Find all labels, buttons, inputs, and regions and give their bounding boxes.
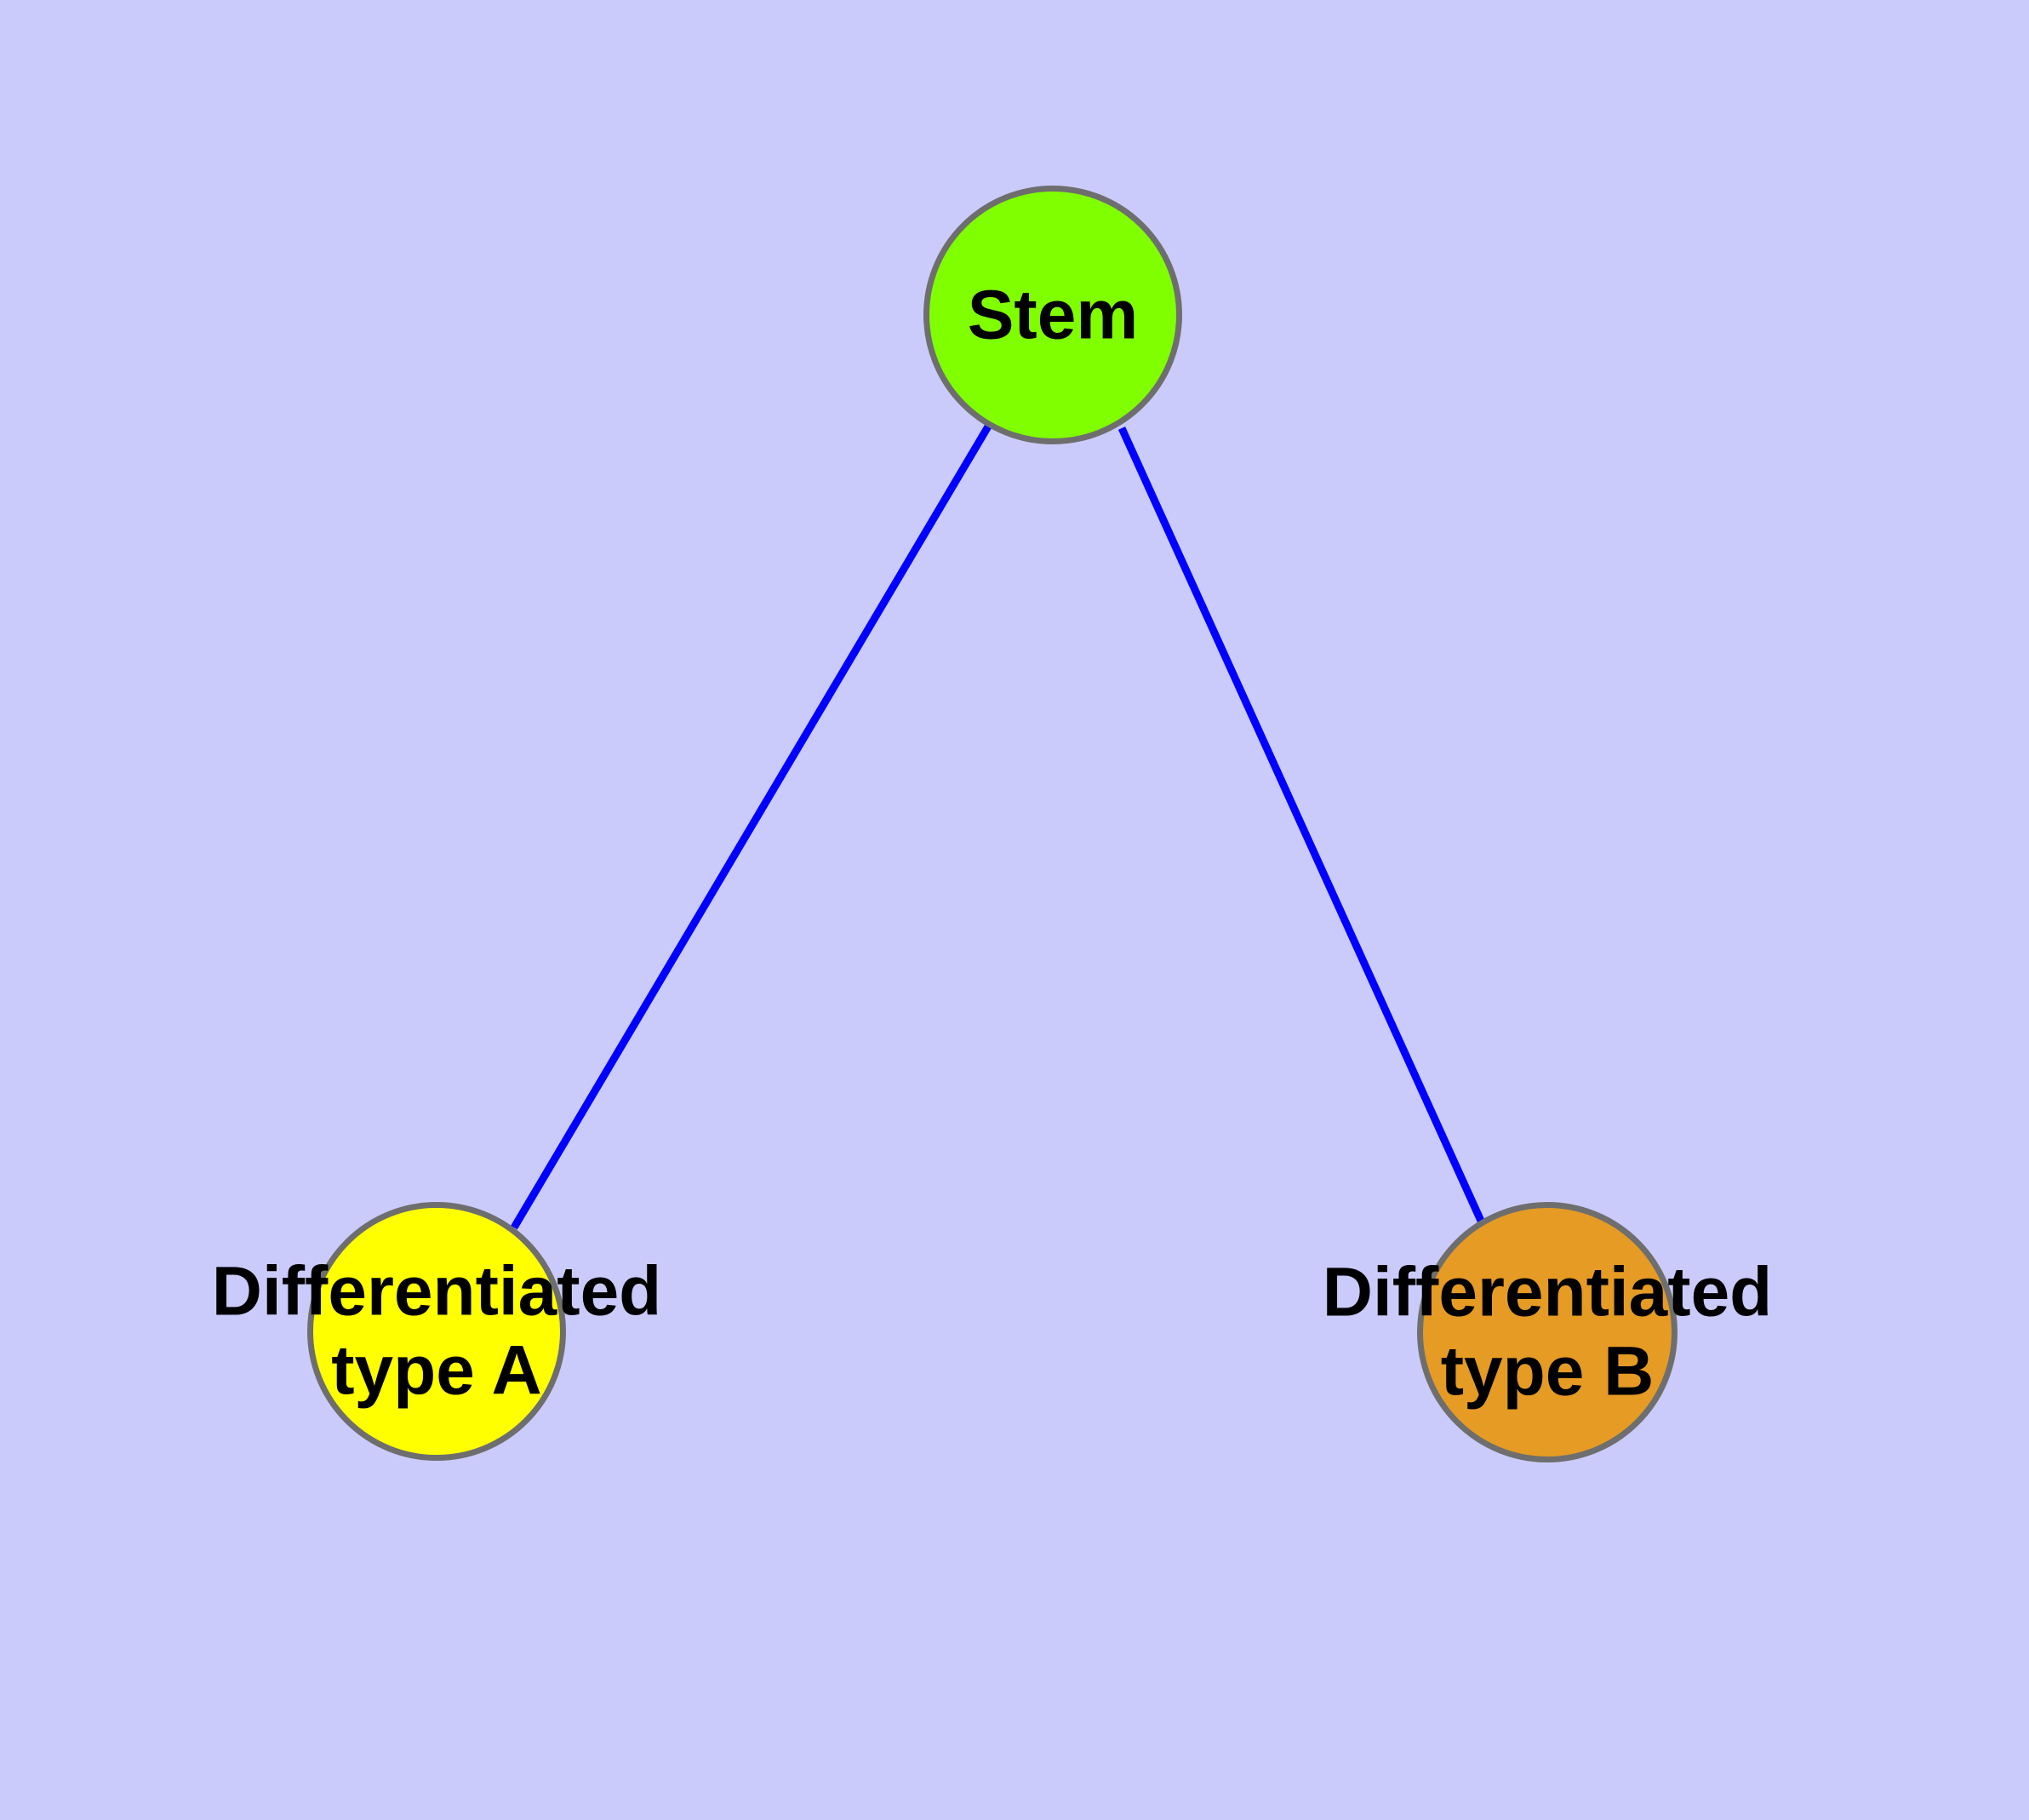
node-differentiated-type-a[interactable] [307, 1202, 566, 1461]
edge-stem-to-differentiated-type-a[interactable] [511, 424, 992, 1230]
edge-stem-to-differentiated-type-b[interactable] [1117, 426, 1485, 1222]
node-stem[interactable] [923, 186, 1182, 444]
node-differentiated-type-b[interactable] [1417, 1202, 1677, 1462]
